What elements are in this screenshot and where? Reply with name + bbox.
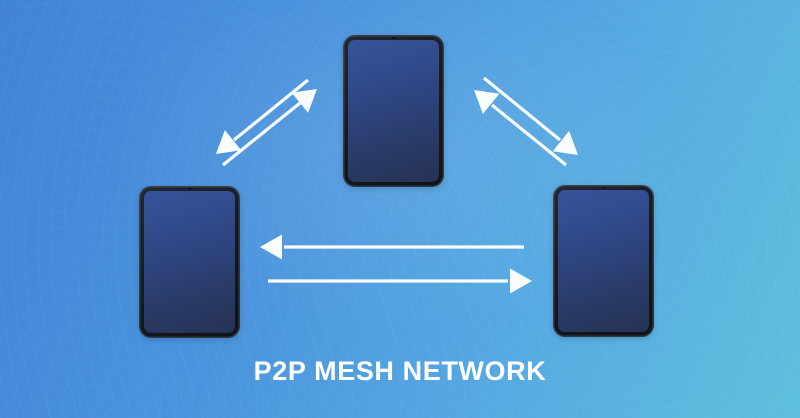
device-tablet-left [139, 186, 240, 338]
device-screen [558, 190, 649, 332]
arrow-top-to-left-icon [216, 78, 310, 154]
diagram-title: P2P MESH NETWORK [253, 356, 547, 386]
arrow-right-to-left-icon [260, 234, 524, 260]
device-tablet-right [553, 185, 654, 337]
device-screen [348, 40, 439, 182]
arrow-left-to-top-icon [221, 89, 317, 167]
arrow-left-to-right-icon [268, 268, 532, 294]
device-screen [144, 191, 235, 333]
arrow-right-to-top-icon [474, 90, 568, 167]
camera-dot-icon [392, 36, 395, 39]
camera-dot-icon [188, 187, 191, 190]
arrow-top-to-right-icon [482, 76, 578, 155]
device-tablet-top [343, 35, 444, 187]
camera-dot-icon [602, 186, 605, 189]
